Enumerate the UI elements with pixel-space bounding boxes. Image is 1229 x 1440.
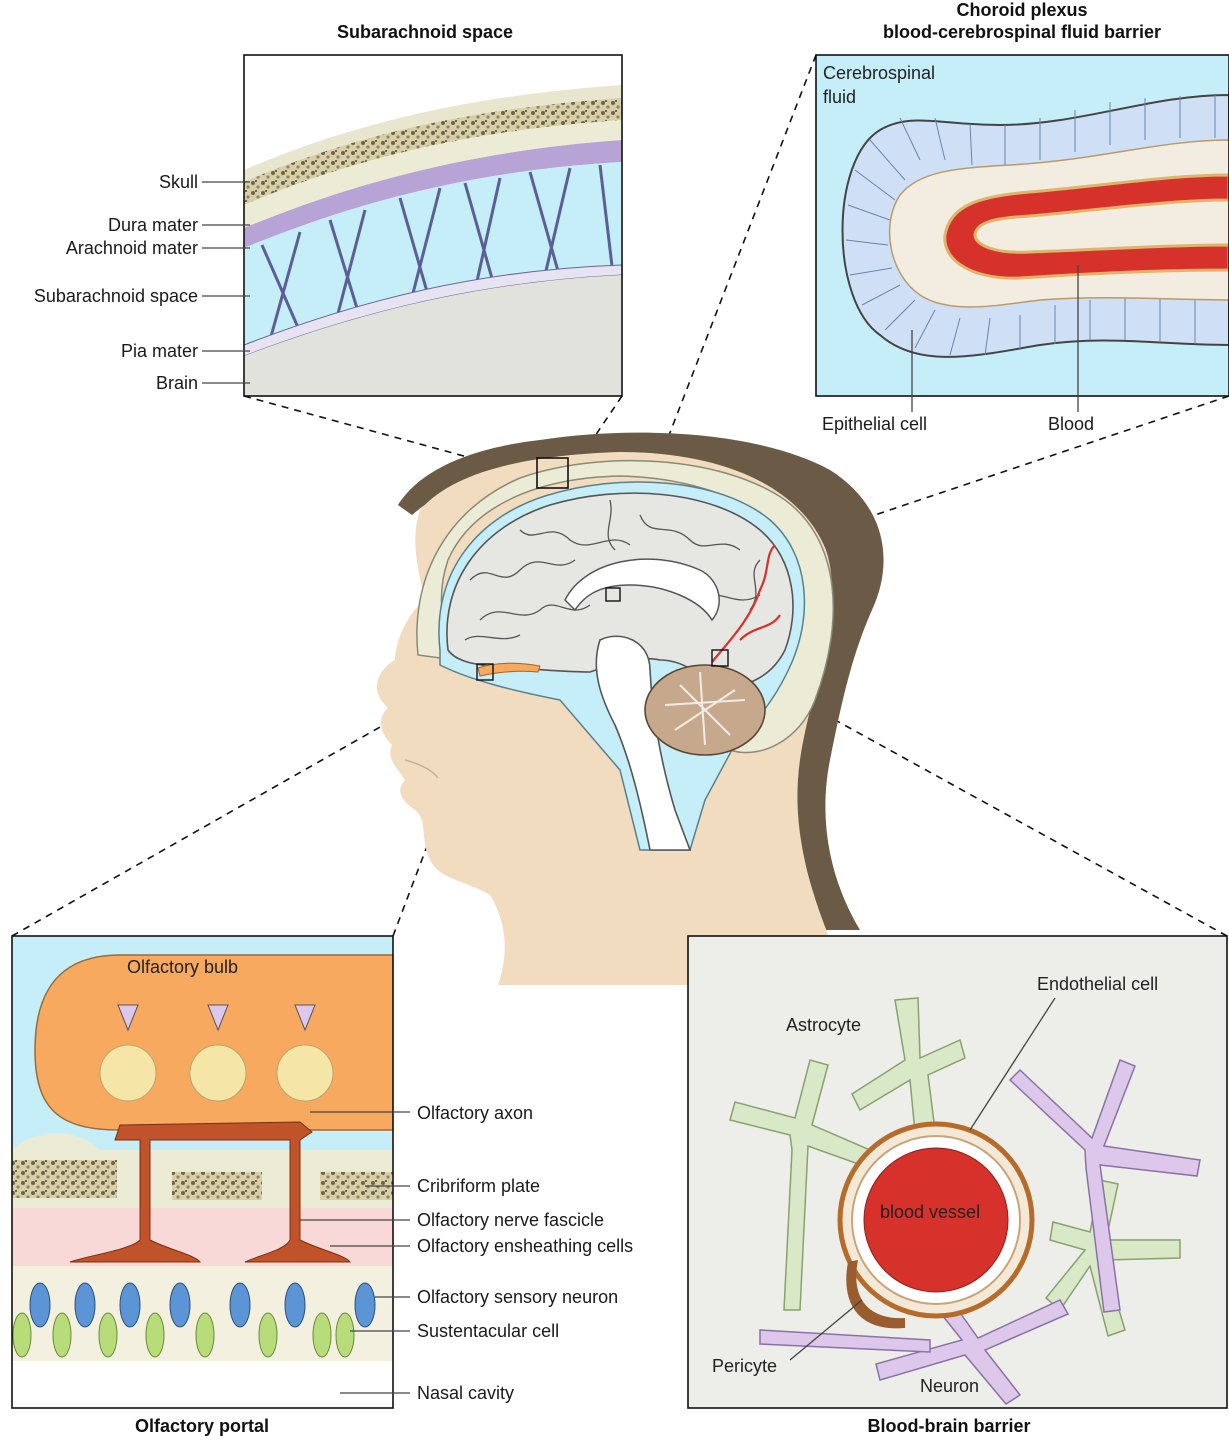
label-pia-mater: Pia mater bbox=[121, 341, 198, 361]
label-dura-mater: Dura mater bbox=[108, 215, 198, 235]
label-blood-vessel: blood vessel bbox=[880, 1202, 980, 1222]
nasal-cavity bbox=[12, 1361, 393, 1408]
label-endothelial-cell: Endothelial cell bbox=[1037, 974, 1158, 994]
olfactory-bulb bbox=[35, 955, 393, 1130]
label-skull: Skull bbox=[159, 172, 198, 192]
panel-olfactory-portal: Olfactory bulb Olfactory axon Cribriform… bbox=[12, 936, 633, 1436]
panel-choroid-plexus: Choroid plexus blood-cerebrospinal fluid… bbox=[816, 0, 1229, 434]
olfactory-panel-title: Olfactory portal bbox=[135, 1416, 269, 1436]
panel-blood-brain-barrier: Endothelial cell Astrocyte blood vessel … bbox=[688, 936, 1227, 1436]
label-csf-line1: Cerebrospinal bbox=[823, 63, 935, 83]
label-sustentacular-cell: Sustentacular cell bbox=[417, 1321, 559, 1341]
label-olfactory-sensory-neuron: Olfactory sensory neuron bbox=[417, 1287, 618, 1307]
label-astrocyte: Astrocyte bbox=[786, 1015, 861, 1035]
panel-subarachnoid: Subarachnoid space Skull Dura mater bbox=[34, 22, 622, 396]
subarachnoid-panel-title: Subarachnoid space bbox=[337, 22, 513, 42]
label-pericyte: Pericyte bbox=[712, 1356, 777, 1376]
choroid-panel-title-line1: Choroid plexus bbox=[956, 0, 1087, 20]
label-subarachnoid-space: Subarachnoid space bbox=[34, 286, 198, 306]
label-olfactory-ensheathing-cells: Olfactory ensheathing cells bbox=[417, 1236, 633, 1256]
label-olfactory-axon: Olfactory axon bbox=[417, 1103, 533, 1123]
glomeruli bbox=[100, 1045, 333, 1101]
label-olfactory-nerve-fascicle: Olfactory nerve fascicle bbox=[417, 1210, 604, 1230]
label-csf-line2: fluid bbox=[823, 87, 856, 107]
label-nasal-cavity: Nasal cavity bbox=[417, 1383, 514, 1403]
bbb-panel-title: Blood-brain barrier bbox=[867, 1416, 1030, 1436]
label-neuron: Neuron bbox=[920, 1376, 979, 1396]
choroid-panel-title-line2: blood-cerebrospinal fluid barrier bbox=[883, 22, 1161, 42]
label-brain: Brain bbox=[156, 373, 198, 393]
label-olfactory-bulb: Olfactory bulb bbox=[127, 957, 238, 977]
label-arachnoid-mater: Arachnoid mater bbox=[66, 238, 198, 258]
label-blood: Blood bbox=[1048, 414, 1094, 434]
label-cribriform-plate: Cribriform plate bbox=[417, 1176, 540, 1196]
head-sagittal-section bbox=[377, 433, 884, 985]
label-epithelial-cell: Epithelial cell bbox=[822, 414, 927, 434]
